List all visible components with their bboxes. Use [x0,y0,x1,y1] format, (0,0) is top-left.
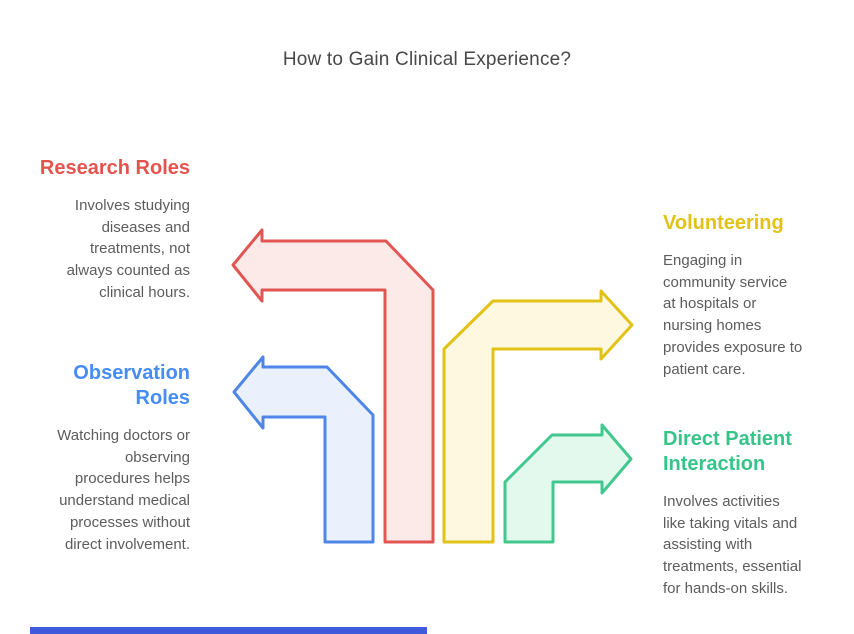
research-description: Involves studying diseases and treatment… [66,197,190,301]
observation-description: Watching doctors or observing procedures… [57,427,190,553]
observation-arrow [232,355,375,544]
research-heading: Research Roles [39,157,190,179]
direct-patient-arrow [503,423,633,544]
page-title: How to Gain Clinical Experience? [282,49,572,70]
research-section: Research Roles Involves studying disease… [15,156,190,304]
direct-patient-heading: Direct Patient Interaction [663,428,792,475]
footer-accent-bar [30,627,427,634]
volunteering-description: Engaging in community service at hospita… [663,252,803,378]
volunteering-arrow [442,289,634,544]
observation-section: Observation Roles Watching doctors or ob… [15,361,190,555]
observation-heading: Observation Roles [73,362,190,409]
volunteering-heading: Volunteering [663,212,784,234]
direct-patient-description: Involves activities like taking vitals a… [663,493,802,597]
research-arrow [231,228,435,544]
volunteering-section: Volunteering Engaging in community servi… [663,211,833,380]
direct-patient-section: Direct Patient Interaction Involves acti… [663,427,833,600]
